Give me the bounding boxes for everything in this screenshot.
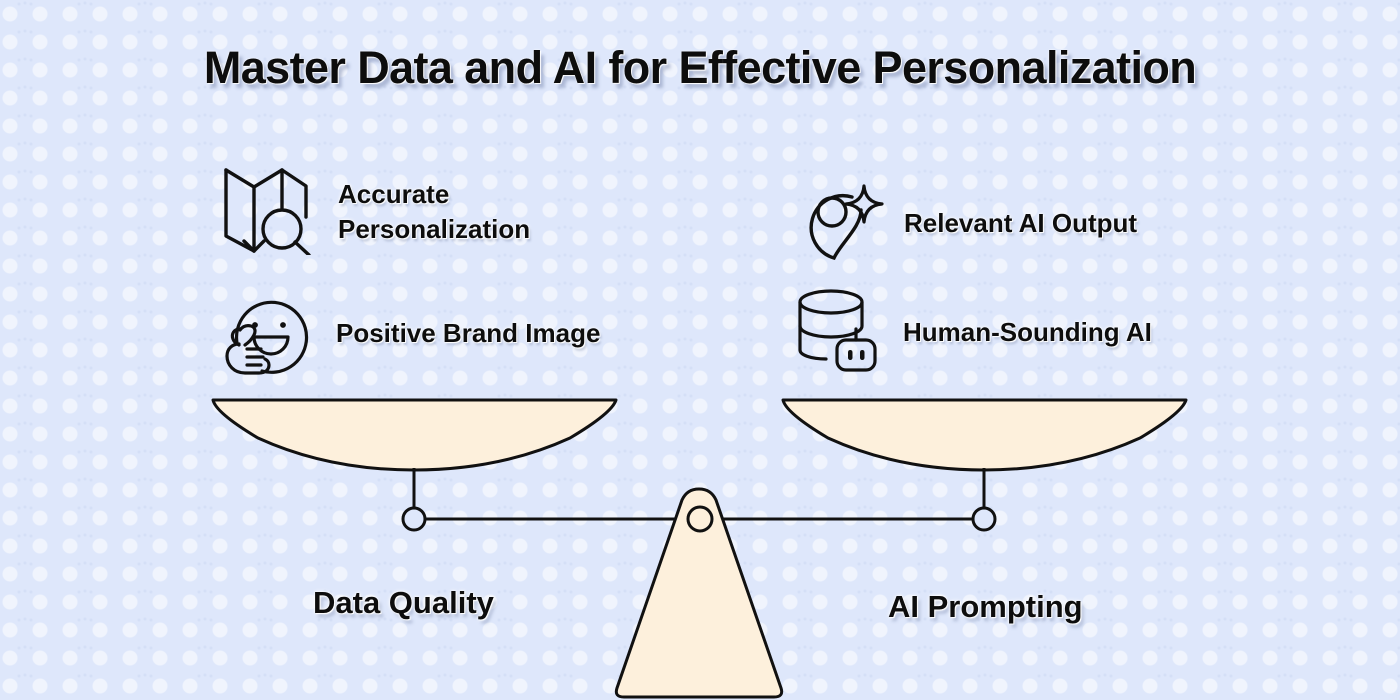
scale-pan-left: [211, 398, 618, 472]
feature-label: Relevant AI Output: [904, 208, 1138, 239]
scale-pan-right: [781, 398, 1188, 472]
scale-fulcrum: [614, 487, 784, 699]
feature-accurate-personalization: Accurate Personalization: [216, 163, 530, 260]
feature-positive-brand-image: Positive Brand Image: [214, 285, 600, 382]
feature-label: Human-Sounding AI: [903, 316, 1152, 347]
smiley-thumbs-up-icon: [214, 285, 314, 382]
feature-label: Positive Brand Image: [336, 318, 601, 349]
left-side-label: Data Quality: [313, 585, 494, 620]
fulcrum-pivot: [686, 505, 714, 533]
feature-label: Accurate Personalization: [338, 179, 531, 244]
right-side-label: AI Prompting: [888, 589, 1083, 624]
feature-relevant-ai-output: Relevant AI Output: [796, 177, 1137, 270]
map-search-icon: [216, 163, 316, 260]
page-title: Master Data and AI for Effective Persona…: [203, 42, 1197, 93]
feature-human-sounding-ai: Human-Sounding AI: [793, 288, 1152, 376]
beam-joint-right: [971, 506, 997, 532]
location-pin-sparkle-icon: [796, 177, 884, 270]
beam-joint-left: [401, 506, 427, 532]
database-robot-icon: [798, 289, 877, 372]
